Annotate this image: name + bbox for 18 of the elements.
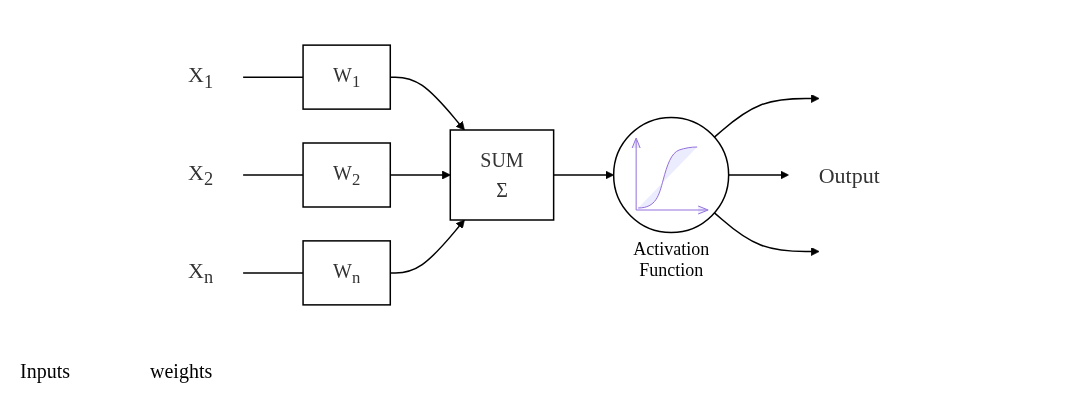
text-label: weights	[150, 360, 213, 383]
node-circle	[613, 116, 730, 234]
node-text: X$_{n}$	[188, 257, 214, 288]
arrow	[728, 170, 790, 180]
caption-text: Activation Function	[632, 238, 711, 281]
arrow	[713, 212, 820, 256]
node-box: W$_{1}$	[302, 44, 392, 110]
node-text: X$_{2}$	[188, 160, 214, 190]
node-box: SUM Σ	[449, 129, 555, 221]
connector	[242, 272, 304, 274]
connector	[242, 76, 304, 78]
node-text: Output	[818, 162, 880, 188]
node-box: W$_{2}$	[302, 142, 392, 208]
arrow	[713, 94, 820, 138]
connector	[242, 174, 304, 176]
text-label: Inputs	[20, 360, 70, 383]
node-box: W$_{n}$	[302, 240, 392, 306]
node-text: X$_{1}$	[188, 62, 214, 92]
